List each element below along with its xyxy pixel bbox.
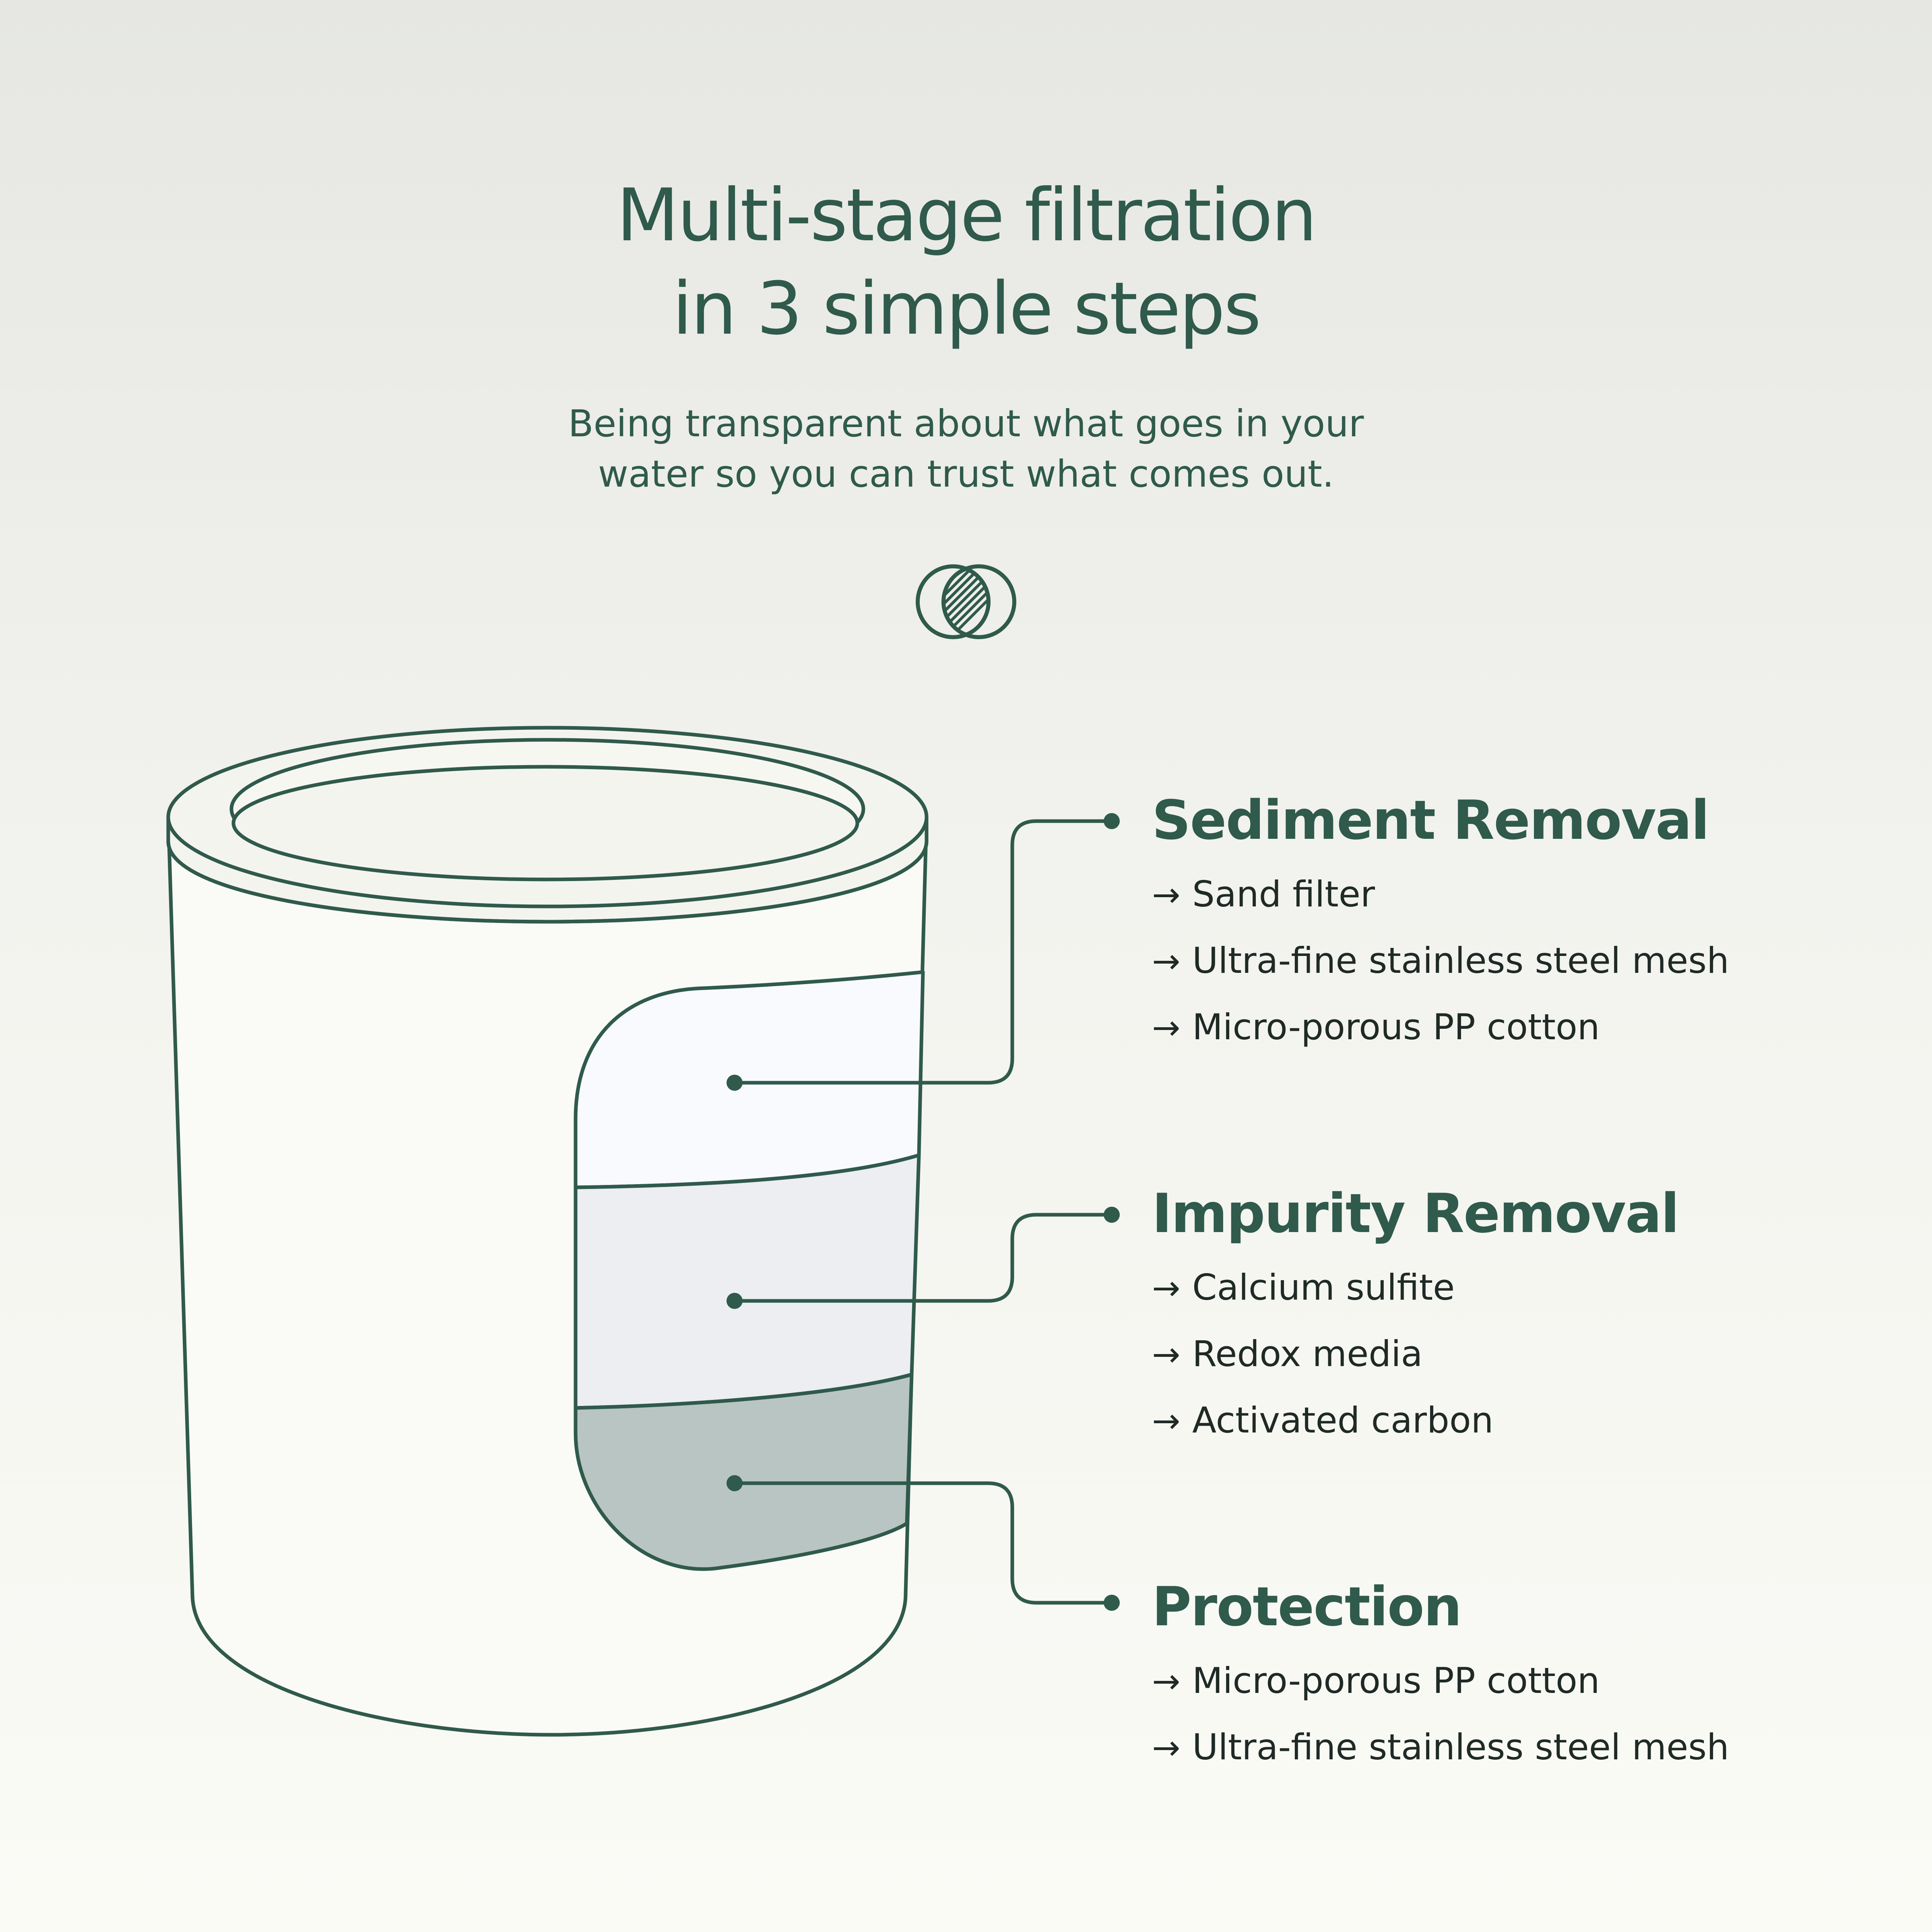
arrow-right-icon: → (1152, 1728, 1181, 1767)
arrow-right-icon: → (1152, 1401, 1181, 1441)
connector-dot-impurity-start (727, 1293, 743, 1309)
list-item: →Ultra-fine stainless steel mesh (1152, 1714, 1876, 1781)
page-subtitle: Being transparent about what goes in you… (0, 398, 1932, 499)
arrow-right-icon: → (1152, 1008, 1181, 1047)
connector-protection (733, 1481, 1114, 1605)
cartridge-opening (231, 765, 859, 881)
overlapping-circles-icon (916, 564, 1016, 639)
arrow-right-icon: → (1152, 941, 1181, 981)
stage-item-list: →Sand filter →Ultra-fine stainless steel… (1152, 861, 1876, 1061)
connector-dot-sediment-start (727, 1075, 743, 1091)
arrow-right-icon: → (1152, 1268, 1181, 1308)
layer-impurity (574, 1153, 921, 1410)
stage-sediment-removal: Sediment Removal →Sand filter →Ultra-fin… (1152, 788, 1876, 1061)
layer-protection (574, 1373, 914, 1571)
list-item: →Micro-porous PP cotton (1152, 994, 1876, 1061)
connector-sediment (733, 819, 1114, 1085)
stage-title: Sediment Removal (1152, 789, 1709, 852)
list-item: →Ultra-fine stainless steel mesh (1152, 928, 1876, 994)
stage-protection: Protection →Micro-porous PP cotton →Ultr… (1152, 1575, 1876, 1781)
list-item: →Calcium sulfite (1152, 1255, 1876, 1321)
stage-item-list: →Micro-porous PP cotton →Ultra-fine stai… (1152, 1648, 1876, 1781)
list-item: →Sand filter (1152, 861, 1876, 928)
title-line-2: in 3 simple steps (672, 267, 1261, 351)
list-item: →Micro-porous PP cotton (1152, 1648, 1876, 1714)
stage-item-list: →Calcium sulfite →Redox media →Activated… (1152, 1255, 1876, 1454)
subtitle-line-2: water so you can trust what comes out. (598, 452, 1334, 495)
stage-title: Protection (1152, 1575, 1462, 1638)
stage-title: Impurity Removal (1152, 1182, 1679, 1245)
connector-dot-impurity-end (1104, 1207, 1120, 1223)
connector-dot-sediment-end (1104, 813, 1120, 829)
connector-dot-protection-start (727, 1475, 743, 1491)
subtitle-line-1: Being transparent about what goes in you… (568, 402, 1364, 445)
stage-impurity-removal: Impurity Removal →Calcium sulfite →Redox… (1152, 1181, 1876, 1454)
title-line-1: Multi-stage filtration (616, 173, 1317, 258)
arrow-right-icon: → (1152, 875, 1181, 914)
arrow-right-icon: → (1152, 1335, 1181, 1374)
arrow-right-icon: → (1152, 1662, 1181, 1701)
connector-dot-protection-end (1104, 1595, 1120, 1611)
list-item: →Activated carbon (1152, 1387, 1876, 1454)
page-title: Multi-stage filtration in 3 simple steps (0, 169, 1932, 356)
connector-impurity (733, 1213, 1114, 1303)
list-item: →Redox media (1152, 1321, 1876, 1387)
